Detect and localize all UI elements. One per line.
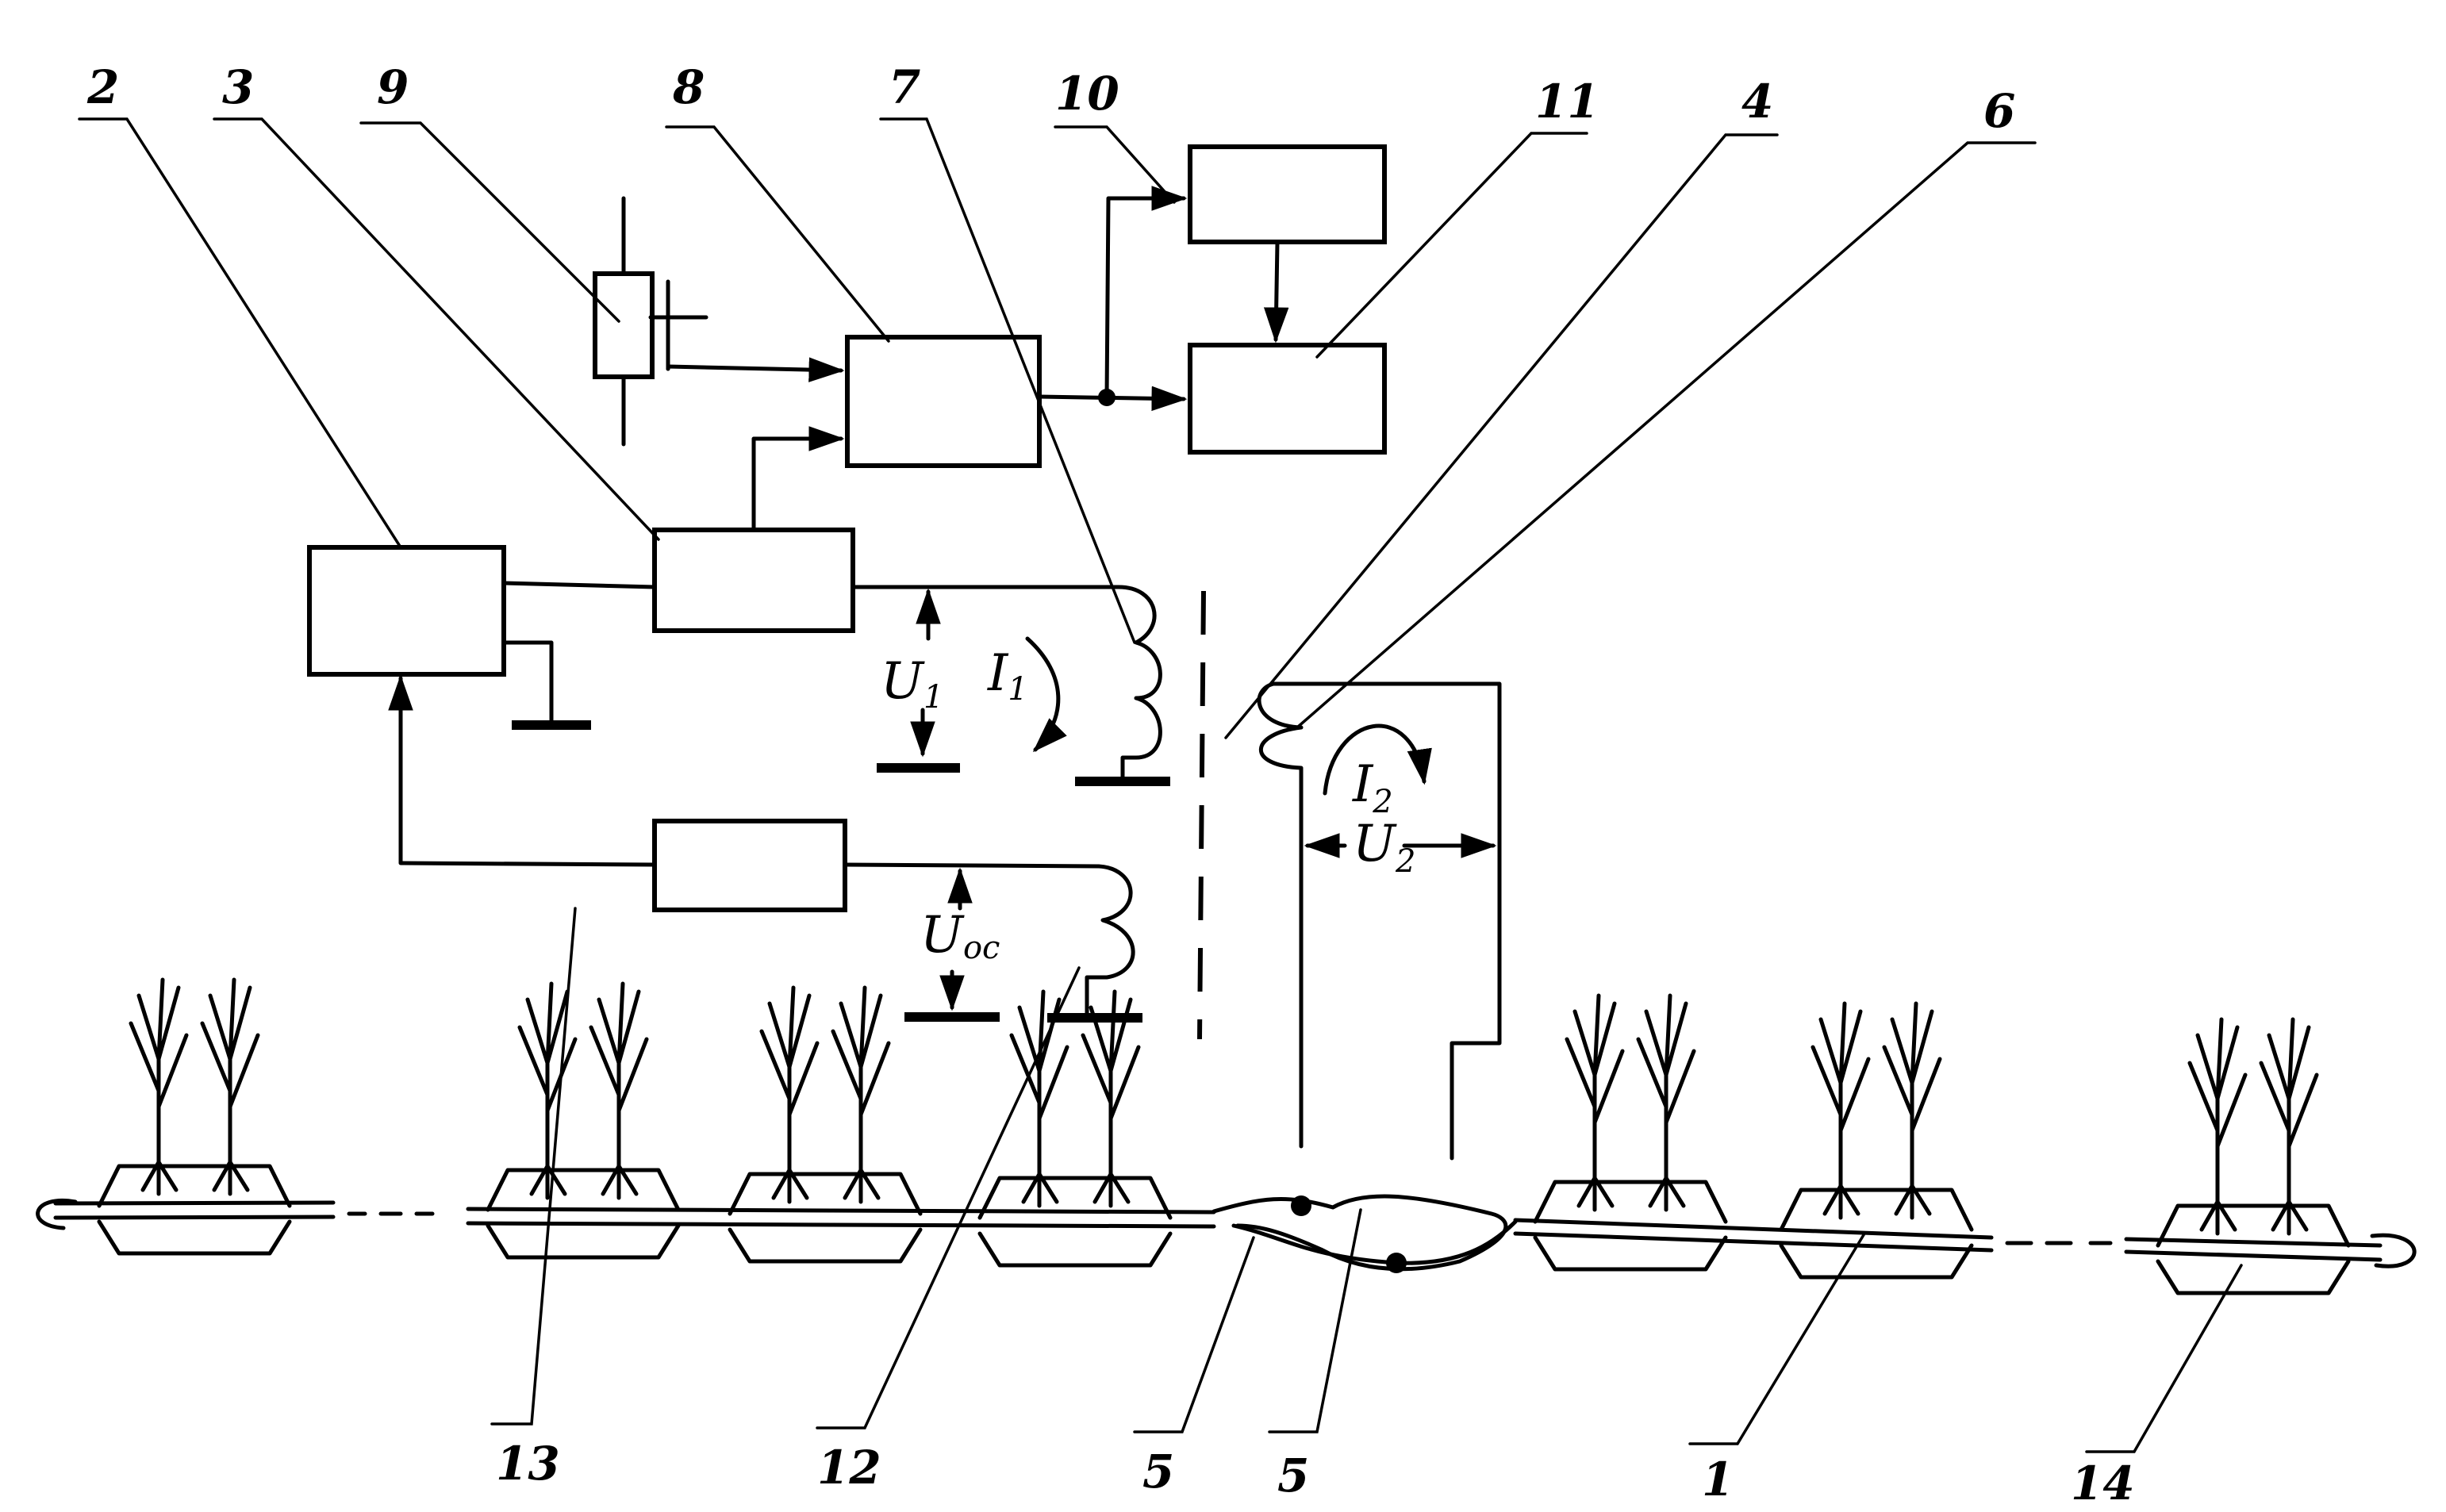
plant — [2259, 1017, 2319, 1236]
container — [728, 985, 923, 1264]
plant — [1081, 989, 1141, 1208]
junction-dot — [1291, 1195, 1311, 1216]
i1-arrow — [1025, 636, 1067, 753]
callout-1: 1 — [1702, 1453, 1734, 1506]
label-i1: I1 — [987, 644, 1028, 708]
label-u1: U1 — [881, 652, 943, 716]
callout-11: 11 — [1535, 75, 1599, 129]
container — [1533, 993, 1728, 1272]
plant — [1565, 993, 1625, 1212]
block-3 — [652, 528, 855, 633]
callout-5b: 5 — [1277, 1449, 1309, 1502]
plant — [1882, 1001, 1942, 1220]
callout-7: 7 — [889, 60, 920, 114]
i2-arrow — [1323, 723, 1432, 796]
block-2 — [307, 545, 506, 677]
callout-14: 14 — [2071, 1456, 2135, 1508]
label-uoc: Uoc — [920, 906, 1000, 966]
sensor-9 — [593, 196, 708, 447]
coil-7 — [851, 585, 1162, 781]
block-8 — [845, 335, 1042, 468]
wire-13-to-2 — [388, 674, 657, 867]
wire-3-to-8 — [751, 426, 845, 532]
plant — [1811, 1001, 1871, 1220]
callout-3: 3 — [222, 60, 254, 114]
plant — [589, 981, 649, 1200]
container — [2156, 1017, 2351, 1295]
label-u2: U2 — [1353, 815, 1415, 880]
plant — [1009, 989, 1069, 1208]
callout-6: 6 — [1983, 84, 2015, 138]
wire-2-ground — [501, 640, 554, 726]
junction-dot — [1386, 1253, 1407, 1273]
callout-2: 2 — [86, 60, 119, 114]
label-i2: I2 — [1352, 755, 1393, 820]
block-13 — [652, 819, 847, 912]
container — [486, 981, 681, 1260]
plant — [129, 977, 189, 1196]
plant — [759, 985, 820, 1204]
callout-12: 12 — [817, 1441, 881, 1495]
container — [977, 989, 1173, 1268]
callout-5a: 5 — [1142, 1445, 1174, 1499]
plant — [2187, 1017, 2248, 1236]
wire-9-to-8 — [666, 357, 845, 382]
conveyor-cable — [36, 1194, 2417, 1272]
block-11 — [1188, 343, 1387, 455]
coil-12 — [843, 862, 1135, 1018]
coupling-boundary-dashed — [1197, 590, 1206, 1040]
plant — [200, 977, 260, 1196]
plant — [831, 985, 891, 1204]
callout-9: 9 — [377, 60, 409, 114]
callout-4: 4 — [1741, 75, 1773, 129]
callout-10: 10 — [1055, 67, 1119, 121]
plant — [1636, 993, 1696, 1212]
wire-2-to-3 — [501, 581, 657, 589]
containers-group — [97, 977, 2351, 1295]
block-10 — [1188, 144, 1387, 244]
coil-6-loop — [1257, 681, 1502, 1161]
callout-13: 13 — [496, 1437, 560, 1491]
wire-8-to-10 — [1104, 186, 1188, 400]
wire-10-to-11 — [1263, 240, 1289, 343]
container — [97, 977, 292, 1256]
container — [1779, 1001, 1974, 1280]
callout-8: 8 — [672, 60, 705, 114]
leader-lines — [78, 117, 2243, 1453]
